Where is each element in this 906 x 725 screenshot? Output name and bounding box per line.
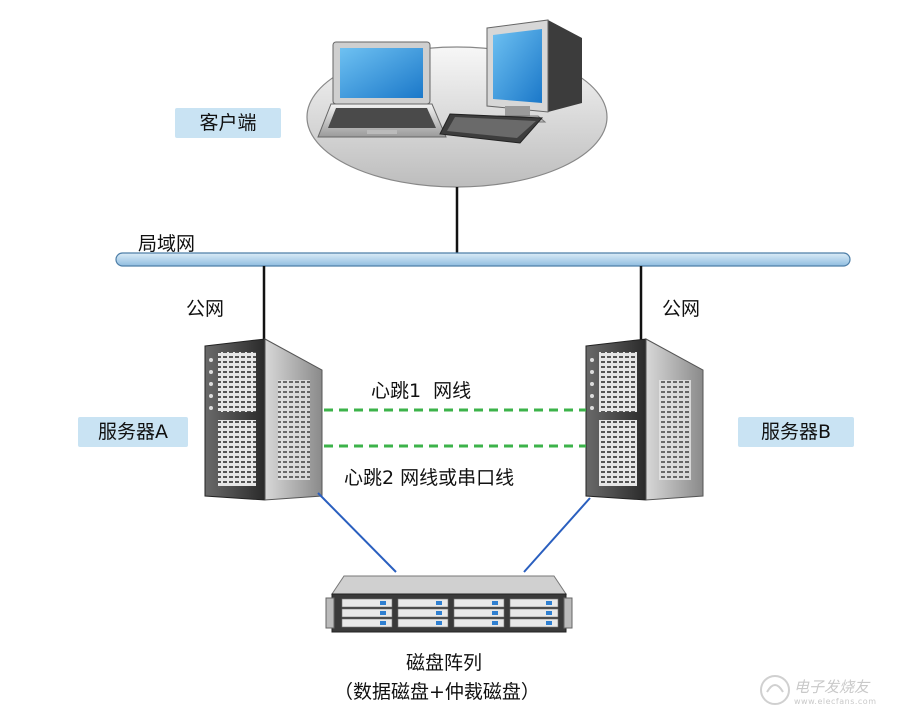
storage-label-line2: （数据磁盘+仲裁磁盘） bbox=[334, 681, 540, 703]
heartbeat-1-label: 心跳1 网线 bbox=[371, 380, 472, 402]
storage-label-line1: 磁盘阵列 bbox=[406, 652, 483, 674]
lan-label: 局域网 bbox=[138, 233, 196, 255]
server-a-public-net-label: 公网 bbox=[186, 298, 225, 320]
watermark-text: 电子发烧友 bbox=[794, 678, 870, 696]
lan-bus bbox=[115, 252, 851, 267]
watermark: 电子发烧友 www.elecfans.com bbox=[758, 676, 877, 706]
server-a-storage-link bbox=[317, 492, 397, 573]
keyboard-icon bbox=[439, 113, 544, 144]
heartbeat-2-label: 心跳2 网线或串口线 bbox=[344, 467, 515, 489]
watermark-logo-icon bbox=[760, 675, 790, 705]
watermark-sub: www.elecfans.com bbox=[794, 697, 877, 706]
server-b-label: 服务器B bbox=[738, 417, 854, 447]
server-a-tower-icon bbox=[204, 338, 323, 501]
server-b-tower-icon bbox=[585, 338, 704, 501]
laptop-icon bbox=[317, 41, 447, 138]
server-a-label: 服务器A bbox=[78, 417, 188, 447]
client-label: 客户端 bbox=[175, 108, 281, 138]
disk-array-icon bbox=[325, 575, 573, 633]
server-b-public-net-label: 公网 bbox=[662, 298, 701, 320]
desktop-monitor-icon bbox=[486, 19, 582, 123]
server-b-storage-link bbox=[523, 497, 591, 573]
